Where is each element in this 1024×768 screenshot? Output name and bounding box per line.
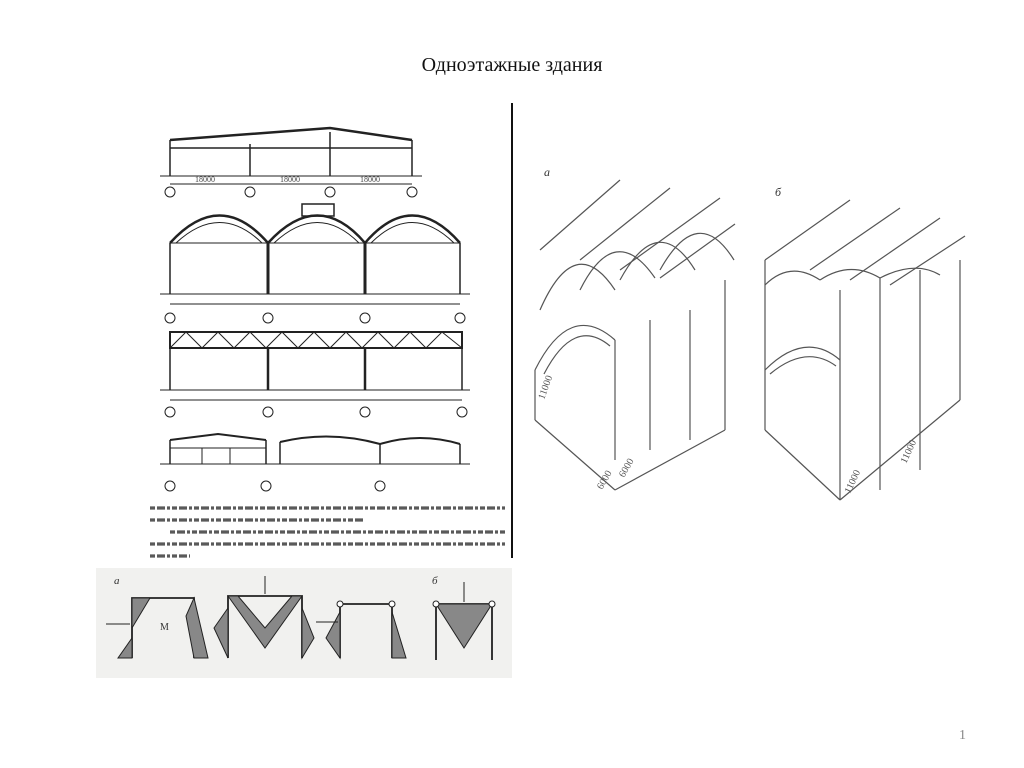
cross-sections-drawing: 18000 18000 18000 [150, 126, 505, 558]
section-flat-truss [160, 331, 470, 418]
iso-a-span-1: 6000 [595, 469, 615, 492]
section-gable-roof: 18000 18000 18000 [160, 126, 422, 198]
slide-title: Одноэтажные здания [421, 54, 603, 76]
iso-label-b: б [775, 185, 782, 199]
iso-b-height-dim: 11000 [899, 438, 919, 465]
iso-b-span-dim: 11000 [843, 468, 863, 495]
section-shallow-roof [160, 432, 470, 492]
dim-mark-2: 18000 [280, 175, 300, 184]
frame-diagram-1: M [106, 596, 209, 659]
iso-a-span-2: 6000 [617, 457, 637, 480]
frame-diagram-3 [316, 600, 407, 660]
cross-sections-figure: 18000 18000 18000 [150, 118, 512, 560]
isometric-drawing: а б 11000 6000 6000 [534, 165, 966, 501]
figure-caption-illegible [150, 506, 505, 558]
frames-label-b: б [432, 575, 438, 587]
iso-a-height-dim: 11000 [536, 374, 555, 401]
iso-group-b [764, 199, 966, 501]
frame-diagram-4 [432, 582, 496, 660]
moment-diagrams-drawing: а б M [106, 575, 496, 660]
iso-group-a [534, 179, 736, 491]
moment-diagrams-figure: а б M [96, 568, 512, 678]
section-arched-roof [160, 203, 470, 324]
figure-divider [511, 103, 513, 558]
iso-label-a: а [544, 165, 550, 179]
dim-mark-3: 18000 [360, 175, 380, 184]
page-number: 1 [959, 728, 966, 743]
frame-diagram-2 [213, 576, 315, 660]
frames-label-a: а [114, 575, 120, 587]
dim-mark-1: 18000 [195, 175, 215, 184]
moment-label: M [160, 622, 169, 633]
isometric-frames-figure: а б 11000 6000 6000 [520, 160, 990, 530]
